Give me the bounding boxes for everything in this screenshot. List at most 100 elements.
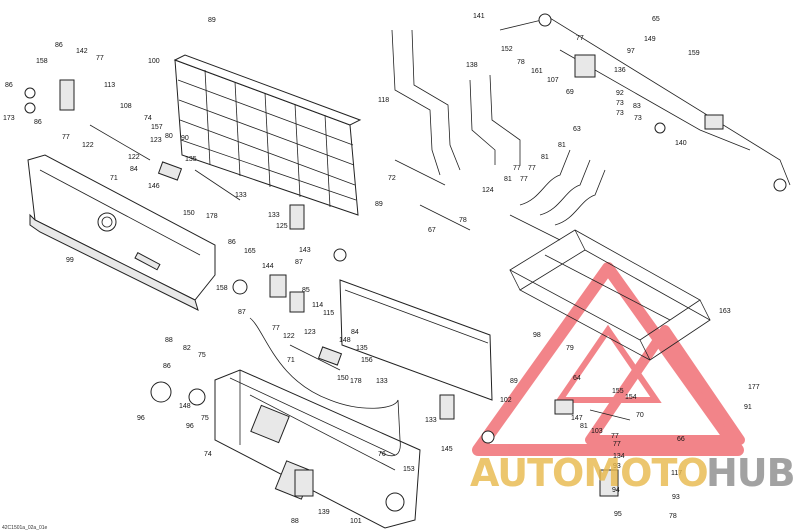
part-number-label: 159 bbox=[688, 50, 700, 57]
part-number-label: 74 bbox=[144, 115, 152, 122]
part-number-label: 86 bbox=[34, 119, 42, 126]
part-number-label: 142 bbox=[76, 48, 88, 55]
part-number-label: 86 bbox=[163, 363, 171, 370]
seal-strip-153 bbox=[249, 317, 401, 457]
part-number-label: 118 bbox=[378, 97, 389, 104]
part-number-label: 123 bbox=[150, 137, 162, 144]
part-number-label: 133 bbox=[376, 378, 388, 385]
part-number-label: 158 bbox=[36, 58, 48, 65]
part-number-label: 86 bbox=[5, 82, 13, 89]
part-number-label: 138 bbox=[466, 62, 478, 69]
part-number-label: 84 bbox=[130, 166, 138, 173]
part-number-label: 113 bbox=[104, 82, 115, 89]
part-number-label: 77 bbox=[62, 134, 70, 141]
part-number-label: 97 bbox=[627, 48, 635, 55]
part-number-label: 77 bbox=[520, 176, 528, 183]
part-number-label: 149 bbox=[644, 36, 656, 43]
bar-159 bbox=[499, 13, 791, 192]
part-number-label: 63 bbox=[573, 126, 581, 133]
part-number-label: 161 bbox=[531, 68, 543, 75]
part-number-label: 64 bbox=[573, 375, 581, 382]
part-number-label: 141 bbox=[473, 13, 485, 20]
part-number-label: 123 bbox=[304, 329, 316, 336]
part-number-label: 158 bbox=[216, 285, 228, 292]
part-number-label: 145 bbox=[441, 446, 453, 453]
part-number-label: 89 bbox=[375, 201, 383, 208]
part-number-label: 73 bbox=[616, 100, 624, 107]
part-number-label: 91 bbox=[744, 404, 752, 411]
part-number-label: 117 bbox=[671, 470, 682, 477]
part-number-label: 92 bbox=[616, 90, 624, 97]
part-number-label: 85 bbox=[302, 287, 310, 294]
part-number-label: 89 bbox=[208, 17, 216, 24]
part-number-label: 122 bbox=[283, 333, 295, 340]
part-number-label: 146 bbox=[148, 183, 160, 190]
part-number-label: 87 bbox=[295, 259, 303, 266]
part-number-label: 150 bbox=[337, 375, 349, 382]
rods bbox=[89, 124, 631, 421]
part-number-label: 93 bbox=[613, 463, 621, 470]
part-number-label: 77 bbox=[576, 35, 584, 42]
part-number-label: 90 bbox=[181, 135, 189, 142]
part-number-label: 163 bbox=[719, 308, 731, 315]
part-number-label: 81 bbox=[541, 154, 549, 161]
part-number-label: 77 bbox=[528, 165, 536, 172]
part-number-label: 87 bbox=[238, 309, 246, 316]
part-number-label: 77 bbox=[611, 433, 619, 440]
part-number-label: 82 bbox=[183, 345, 191, 352]
part-number-label: 79 bbox=[566, 345, 574, 352]
part-number-label: 78 bbox=[669, 513, 677, 520]
curved-brackets bbox=[509, 149, 606, 241]
part-number-label: 178 bbox=[206, 213, 218, 220]
part-number-label: 66 bbox=[677, 436, 685, 443]
part-number-label: 135 bbox=[356, 345, 368, 352]
part-number-label: 77 bbox=[272, 325, 280, 332]
watermark-text-b: HUB bbox=[706, 451, 795, 495]
part-number-label: 100 bbox=[148, 58, 160, 65]
part-number-label: 74 bbox=[204, 451, 212, 458]
part-number-label: 88 bbox=[291, 518, 299, 525]
part-number-label: 107 bbox=[547, 77, 559, 84]
frame-163 bbox=[509, 229, 711, 361]
part-number-label: 148 bbox=[339, 337, 351, 344]
part-number-label: 86 bbox=[55, 42, 63, 49]
part-number-label: 70 bbox=[636, 412, 644, 419]
part-number-label: 136 bbox=[614, 67, 626, 74]
part-number-label: 81 bbox=[558, 142, 566, 149]
part-number-label: 80 bbox=[165, 133, 173, 140]
part-number-label: 178 bbox=[350, 378, 362, 385]
diagram-code: 42C1501a_02a_01e bbox=[2, 525, 48, 531]
part-number-label: 81 bbox=[580, 423, 588, 430]
part-number-label: 152 bbox=[501, 46, 513, 53]
part-number-label: 75 bbox=[198, 352, 206, 359]
part-number-label: 125 bbox=[276, 223, 288, 230]
part-number-label: 157 bbox=[151, 124, 163, 131]
part-number-label: 143 bbox=[299, 247, 311, 254]
part-number-label: 156 bbox=[361, 357, 373, 364]
part-number-label: 108 bbox=[120, 103, 132, 110]
part-number-label: 81 bbox=[504, 176, 512, 183]
part-number-label: 103 bbox=[591, 428, 603, 435]
part-number-label: 155 bbox=[612, 388, 624, 395]
part-number-label: 77 bbox=[96, 55, 104, 62]
lower-housing-101 bbox=[214, 369, 421, 529]
part-number-label: 93 bbox=[672, 494, 680, 501]
part-number-label: 72 bbox=[388, 175, 396, 182]
part-number-label: 76 bbox=[378, 451, 386, 458]
part-number-label: 71 bbox=[110, 175, 118, 182]
part-number-label: 77 bbox=[513, 165, 521, 172]
part-number-label: 83 bbox=[633, 103, 641, 110]
part-number-label: 65 bbox=[652, 16, 660, 23]
watermark-text: AUTOMOTO HUB bbox=[470, 451, 796, 495]
part-number-label: 135 bbox=[185, 156, 197, 163]
part-number-label: 148 bbox=[179, 403, 191, 410]
part-number-label: 71 bbox=[287, 357, 295, 364]
part-number-label: 78 bbox=[459, 217, 467, 224]
part-number-label: 124 bbox=[482, 187, 494, 194]
hardware bbox=[24, 54, 724, 512]
part-number-label: 122 bbox=[82, 142, 94, 149]
watermark-text-a: AUTOMOTO bbox=[470, 451, 708, 495]
part-number-label: 177 bbox=[748, 384, 760, 391]
part-number-label: 88 bbox=[165, 337, 173, 344]
